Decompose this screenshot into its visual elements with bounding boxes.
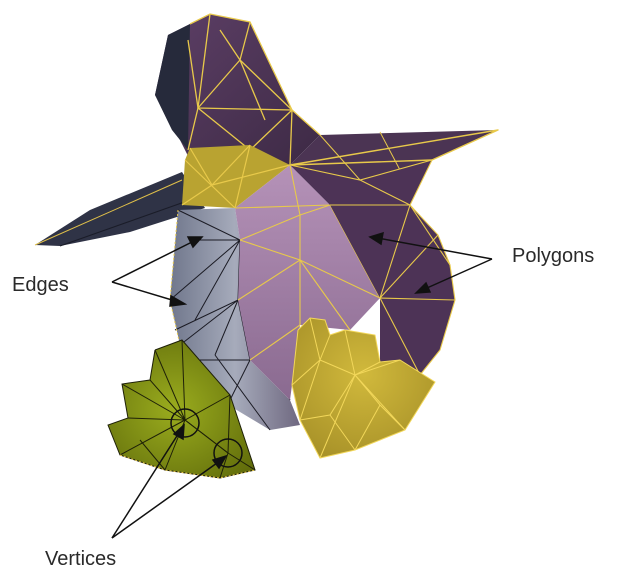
polygons-label: Polygons	[512, 245, 594, 267]
vertices-label: Vertices	[45, 548, 116, 570]
head	[155, 14, 320, 165]
edges-label: Edges	[12, 274, 69, 296]
